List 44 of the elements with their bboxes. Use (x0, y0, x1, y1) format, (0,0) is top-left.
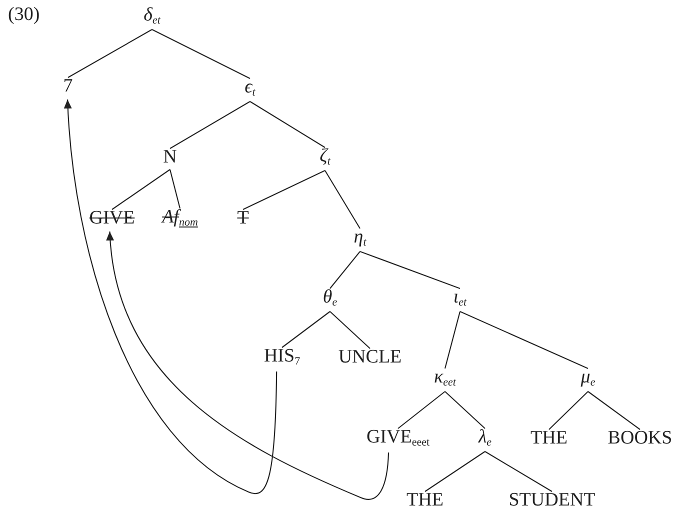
tree-node-label: λ$_{e}$ (478, 426, 492, 450)
movement-arrow (106, 231, 390, 500)
branch-line (398, 391, 446, 429)
branch-line (152, 29, 250, 79)
movement-arrow (64, 99, 278, 494)
branch-line (170, 101, 250, 149)
branch-line (112, 169, 170, 210)
tree-node-label: η$_{t}$ (354, 226, 366, 250)
branch-line (242, 170, 326, 210)
tree-node-label: BOOKS (608, 428, 672, 448)
tree-node-label: STUDENT (508, 490, 596, 510)
branch-line (330, 251, 360, 289)
tree-node-label: μ$_{e}$ (580, 366, 596, 390)
tree-node-label: GIVE (89, 208, 135, 228)
branch-line (444, 391, 486, 429)
branch-line (484, 451, 552, 492)
tree-node-label: THE (406, 490, 444, 510)
branch-line (460, 311, 588, 369)
branch-line (360, 250, 460, 290)
branch-line (68, 29, 152, 78)
tree-node-label: THE (530, 428, 568, 448)
tree-node-label: 7 (63, 76, 73, 96)
tree-node-label: ι$_{et}$ (453, 286, 467, 310)
example-number: (30) (8, 4, 40, 26)
tree-node-label: T (237, 208, 249, 228)
branch-line (250, 101, 326, 148)
tree-node-label: UNCLE (338, 346, 402, 368)
tree-node-label: ζ$_{t}$ (320, 146, 330, 168)
tree-node-label: N (163, 146, 177, 168)
branch-line (324, 170, 360, 229)
tree-node-label: κ$_{eet}$ (434, 366, 456, 390)
tree-node-label: θ$_{e}$ (322, 286, 338, 310)
branch-line (282, 311, 330, 348)
branch-line (169, 169, 181, 209)
branch-line (444, 311, 461, 369)
tree-node-label: HIS$_{7}$ (264, 346, 300, 368)
branch-line (424, 451, 486, 492)
tree-node-label: δ$_{et}$ (144, 4, 160, 28)
tree-node-label: ϵ$_{t}$ (244, 76, 256, 100)
branch-line (548, 391, 588, 430)
branch-line (588, 391, 640, 430)
tree-node-label: GIVE$_{eeet}$ (366, 426, 430, 450)
branch-line (330, 311, 370, 349)
tree-node-label: Af$_{nom}$ (162, 206, 198, 230)
